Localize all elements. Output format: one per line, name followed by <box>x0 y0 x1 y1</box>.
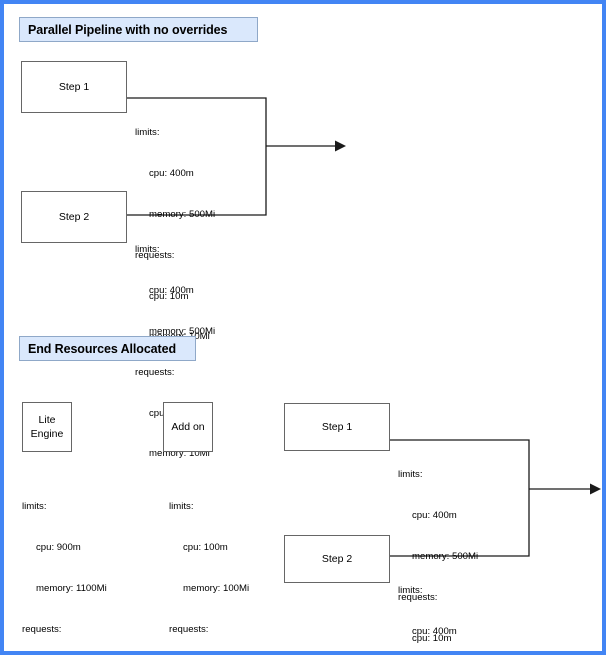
limits-label: limits: <box>169 501 194 513</box>
limits-cpu: cpu: 400m <box>412 510 457 522</box>
limits-label: limits: <box>135 244 160 256</box>
connector-layer <box>127 97 601 557</box>
node-lite-engine-label-line1: Lite <box>38 413 56 426</box>
connector-bottom-step1 <box>390 439 530 557</box>
node-bottom-step1-label: Step 1 <box>321 420 353 433</box>
section-title-text: End Resources Allocated <box>28 341 176 356</box>
resources-lite-engine: limits: cpu: 900m memory: 1100Mi request… <box>22 473 107 651</box>
node-bottom-step1[interactable]: Step 1 <box>284 403 390 451</box>
limits-memory: memory: 500Mi <box>149 325 216 337</box>
limits-memory: memory: 500Mi <box>412 550 479 562</box>
node-top-step2-label: Step 2 <box>58 210 90 223</box>
limits-memory: memory: 100Mi <box>183 582 250 594</box>
connector-top-step1 <box>127 97 267 216</box>
requests-label: requests: <box>135 366 175 378</box>
node-top-step2[interactable]: Step 2 <box>21 191 127 243</box>
section-title-text: Parallel Pipeline with no overrides <box>28 22 228 37</box>
limits-label: limits: <box>398 585 423 597</box>
limits-cpu: cpu: 400m <box>412 626 457 638</box>
limits-cpu: cpu: 400m <box>149 168 194 180</box>
requests-cpu: cpu: 10m <box>149 290 189 302</box>
limits-label: limits: <box>398 469 423 481</box>
requests-label: requests: <box>398 591 438 603</box>
limits-memory: memory: 1100Mi <box>36 582 107 594</box>
arrow-head-top <box>335 140 346 152</box>
limits-memory: memory: 500Mi <box>149 208 216 220</box>
requests-label: requests: <box>22 623 62 635</box>
node-add-on-label: Add on <box>171 420 205 433</box>
arrow-head-bottom <box>590 483 601 495</box>
section-title-end-resources: End Resources Allocated <box>19 336 196 361</box>
limits-cpu: cpu: 400m <box>149 285 194 297</box>
resources-bottom-step1: limits: cpu: 400m memory: 500Mi requests… <box>398 441 479 651</box>
resources-bottom-step2: limits: cpu: 400m memory: 500Mi requests… <box>398 557 478 651</box>
limits-label: limits: <box>135 127 160 139</box>
requests-label: requests: <box>135 249 175 261</box>
node-bottom-step2[interactable]: Step 2 <box>284 535 390 583</box>
requests-cpu: cpu: 10m <box>412 632 452 644</box>
node-top-step1-label: Step 1 <box>58 80 90 93</box>
requests-memory: memory: 10Mi <box>149 448 210 460</box>
limits-cpu: cpu: 100m <box>183 542 228 554</box>
section-title-parallel-pipeline: Parallel Pipeline with no overrides <box>19 17 258 42</box>
limits-cpu: cpu: 900m <box>36 542 81 554</box>
node-bottom-step2-label: Step 2 <box>321 552 353 565</box>
node-top-step1[interactable]: Step 1 <box>21 61 127 113</box>
node-add-on[interactable]: Add on <box>163 402 213 452</box>
node-lite-engine-label-line2: Engine <box>30 428 64 440</box>
limits-label: limits: <box>22 501 47 513</box>
resources-add-on: limits: cpu: 100m memory: 100Mi requests… <box>169 473 250 651</box>
requests-label: requests: <box>169 623 209 635</box>
